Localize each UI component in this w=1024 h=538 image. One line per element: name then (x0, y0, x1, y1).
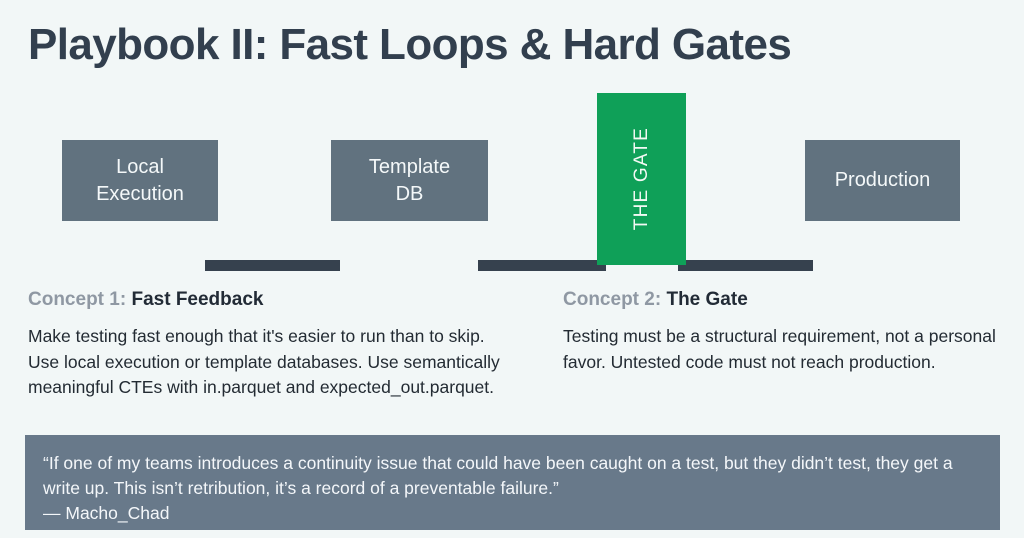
concept-1-heading: Concept 1: Fast Feedback (28, 288, 508, 312)
concept-2-body: Testing must be a structural requirement… (563, 326, 996, 372)
flow-diagram: Local Execution Template DB THE GATE Pro… (0, 85, 1024, 271)
concept-2-lead: Concept 2: (563, 289, 662, 310)
concept-1: Concept 1: Fast Feedback Make testing fa… (28, 288, 508, 401)
concept-1-term: Fast Feedback (131, 289, 264, 310)
flow-node-production[interactable]: Production (805, 140, 960, 221)
flow-node-local-execution[interactable]: Local Execution (62, 140, 218, 221)
flow-node-the-gate-label: THE GATE (630, 127, 652, 231)
flow-node-local-execution-line2: Execution (96, 182, 184, 205)
connector-gate-to-production (678, 260, 813, 271)
concept-2-heading: Concept 2: The Gate (563, 288, 1013, 312)
connector-local-to-template (205, 260, 340, 271)
flow-node-template-db-line1: Template (368, 155, 451, 178)
concept-2: Concept 2: The Gate Testing must be a st… (563, 288, 1013, 375)
page-title: Playbook II: Fast Loops & Hard Gates (28, 20, 792, 69)
flow-node-production-label: Production (835, 167, 931, 194)
flow-node-production-line1: Production (834, 169, 931, 191)
concept-2-term: The Gate (666, 289, 748, 310)
concept-1-lead: Concept 1: (28, 289, 127, 310)
flow-node-local-execution-line1: Local (116, 155, 164, 178)
flow-node-template-db[interactable]: Template DB (331, 140, 488, 221)
flow-node-the-gate[interactable]: THE GATE (597, 93, 686, 265)
flow-node-template-db-label: Template DB (369, 154, 450, 208)
quote-text: “If one of my teams introduces a continu… (43, 453, 953, 498)
quote-block: “If one of my teams introduces a continu… (25, 435, 1000, 530)
flow-node-local-execution-label: Local Execution (96, 154, 184, 208)
concept-1-body: Make testing fast enough that it's easie… (28, 326, 500, 397)
flow-node-template-db-line2: DB (395, 182, 424, 205)
quote-attribution: — Macho_Chad (43, 503, 170, 523)
connector-template-to-gate (478, 260, 606, 271)
